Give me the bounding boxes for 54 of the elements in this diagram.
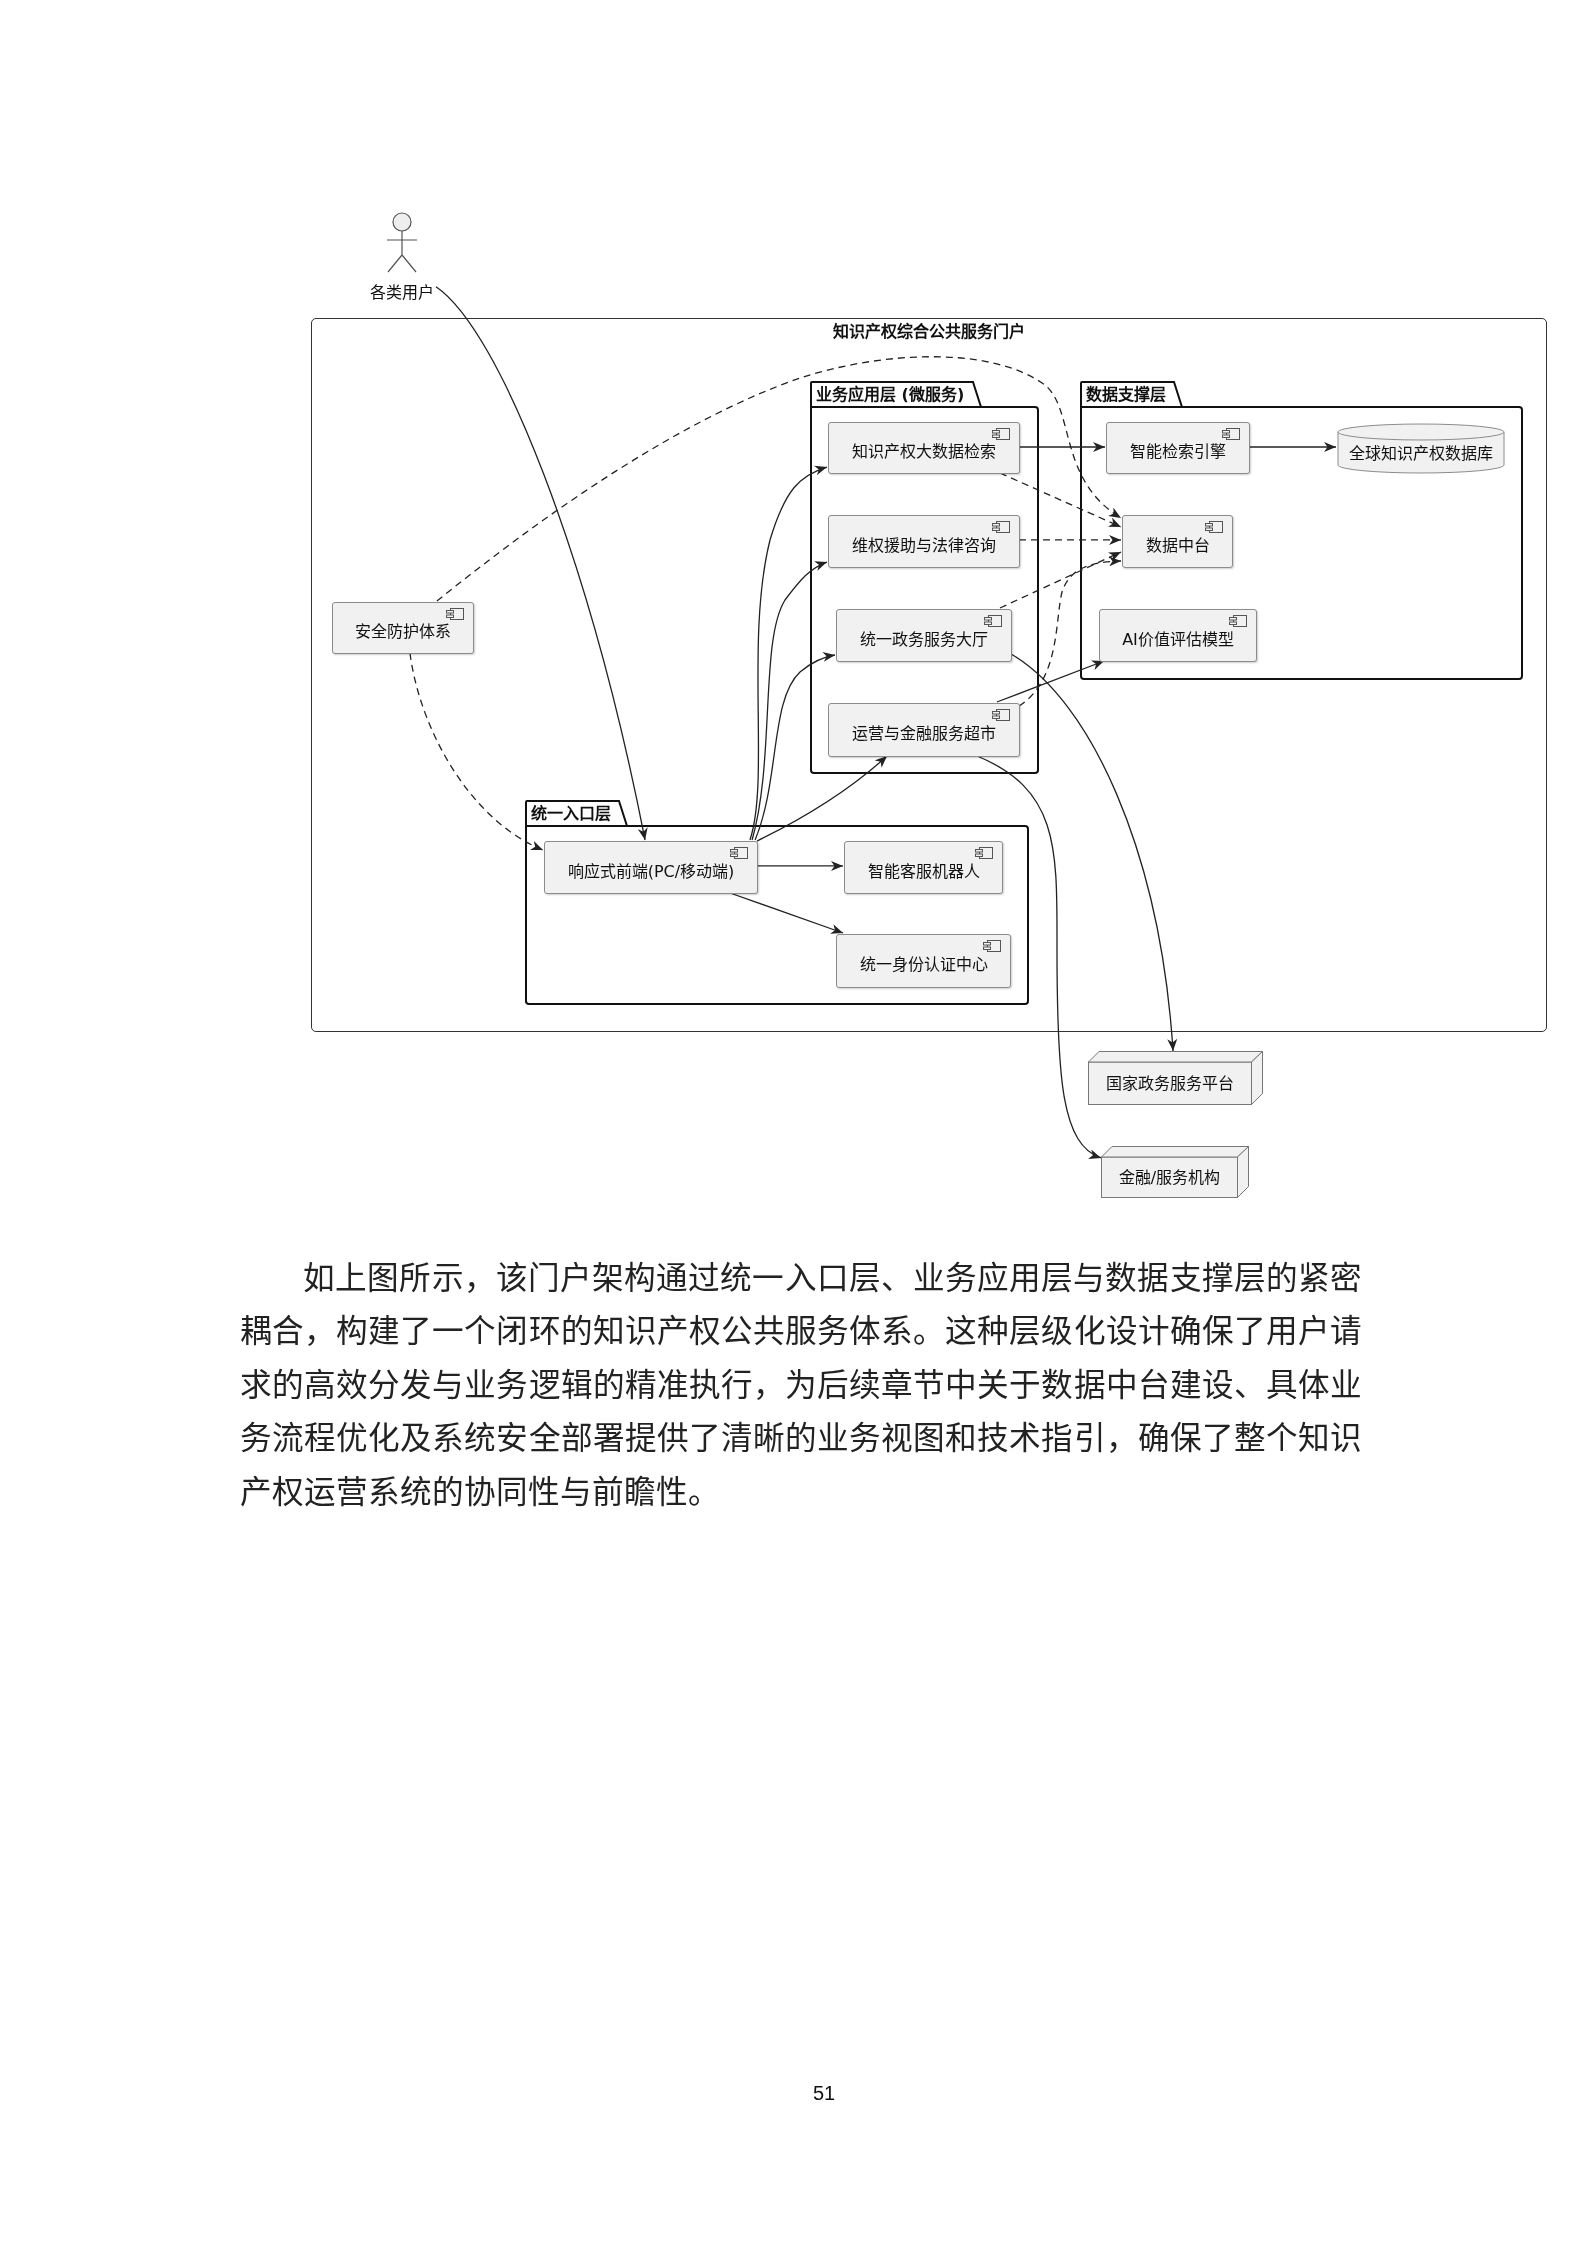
frame-title: 知识产权综合公共服务门户 (833, 322, 1025, 342)
arrow (435, 286, 648, 841)
component-box (828, 422, 1020, 474)
package-frame (525, 800, 1029, 1005)
node-label: 国家政务服务平台 (1106, 1073, 1234, 1094)
component-box (836, 609, 1012, 662)
arrow (749, 466, 828, 841)
dashed-arrow (1018, 556, 1122, 707)
body-paragraph: 如上图所示，该门户架构通过统一入口层、业务应用层与数据支撑层的紧密耦合，构建了一个闭环的知识产权公共服务体系。这种层级化设计确保了用户请求的高效分发与业务逻辑的精准执行，为后续章节中关于数据中台建设、具体业务流程优化及系统安全部署提供了清晰的业务视图和技术指引，确保了整个知识产权运营系统的协同性与前瞻性。 (240, 1260, 1362, 1512)
component-box (1122, 515, 1233, 568)
arrow (1010, 653, 1177, 1052)
component-label: 统一政务服务大厅 (860, 629, 988, 650)
actor-label: 各类用户 (370, 282, 434, 302)
component-label: AI价值评估模型 (1122, 629, 1234, 650)
system-boundary-frame (311, 318, 1547, 1032)
arrow (996, 660, 1105, 703)
dashed-arrow (1018, 534, 1122, 545)
node-label: 金融/服务机构 (1118, 1167, 1221, 1188)
component-box (1099, 609, 1257, 662)
component-box (844, 841, 1003, 894)
component-box (544, 841, 758, 894)
component-label: 智能检索引擎 (1130, 442, 1226, 462)
arrow (751, 561, 828, 841)
arrow (1248, 442, 1337, 452)
page-number: 51 (812, 2082, 836, 2105)
component-label: 统一身份认证中心 (859, 955, 988, 975)
component-box (828, 515, 1020, 568)
package-title: 数据支撑层 (1086, 385, 1166, 405)
component-box (1106, 422, 1250, 474)
arrow (756, 755, 888, 842)
arrow (754, 652, 836, 841)
package-frame (810, 381, 1039, 774)
arrow (1018, 442, 1106, 452)
component-label: 运营与金融服务超市 (852, 724, 996, 744)
arrow (976, 755, 1102, 1159)
component-label: 维权援助与法律咨询 (852, 535, 996, 556)
arrow (756, 860, 844, 871)
dashed-arrow (999, 551, 1122, 609)
component-label: 安全防护体系 (355, 622, 451, 642)
dashed-arrow (436, 356, 1122, 602)
component-label: 数据中台 (1145, 535, 1210, 556)
component-box (828, 703, 1020, 757)
package-title: 统一入口层 (531, 804, 611, 824)
component-label: 智能客服机器人 (867, 861, 980, 882)
dashed-arrow (999, 472, 1122, 528)
component-box (332, 602, 474, 654)
package-title: 业务应用层 (微服务) (816, 385, 965, 405)
database-label: 全球知识产权数据库 (1349, 443, 1493, 464)
component-label: 响应式前端(PC/移动端) (567, 861, 735, 882)
arrow (729, 892, 844, 934)
package-frame (1080, 381, 1523, 680)
component-label: 知识产权大数据检索 (852, 442, 996, 462)
component-box (836, 934, 1011, 988)
dashed-arrow (409, 652, 544, 851)
